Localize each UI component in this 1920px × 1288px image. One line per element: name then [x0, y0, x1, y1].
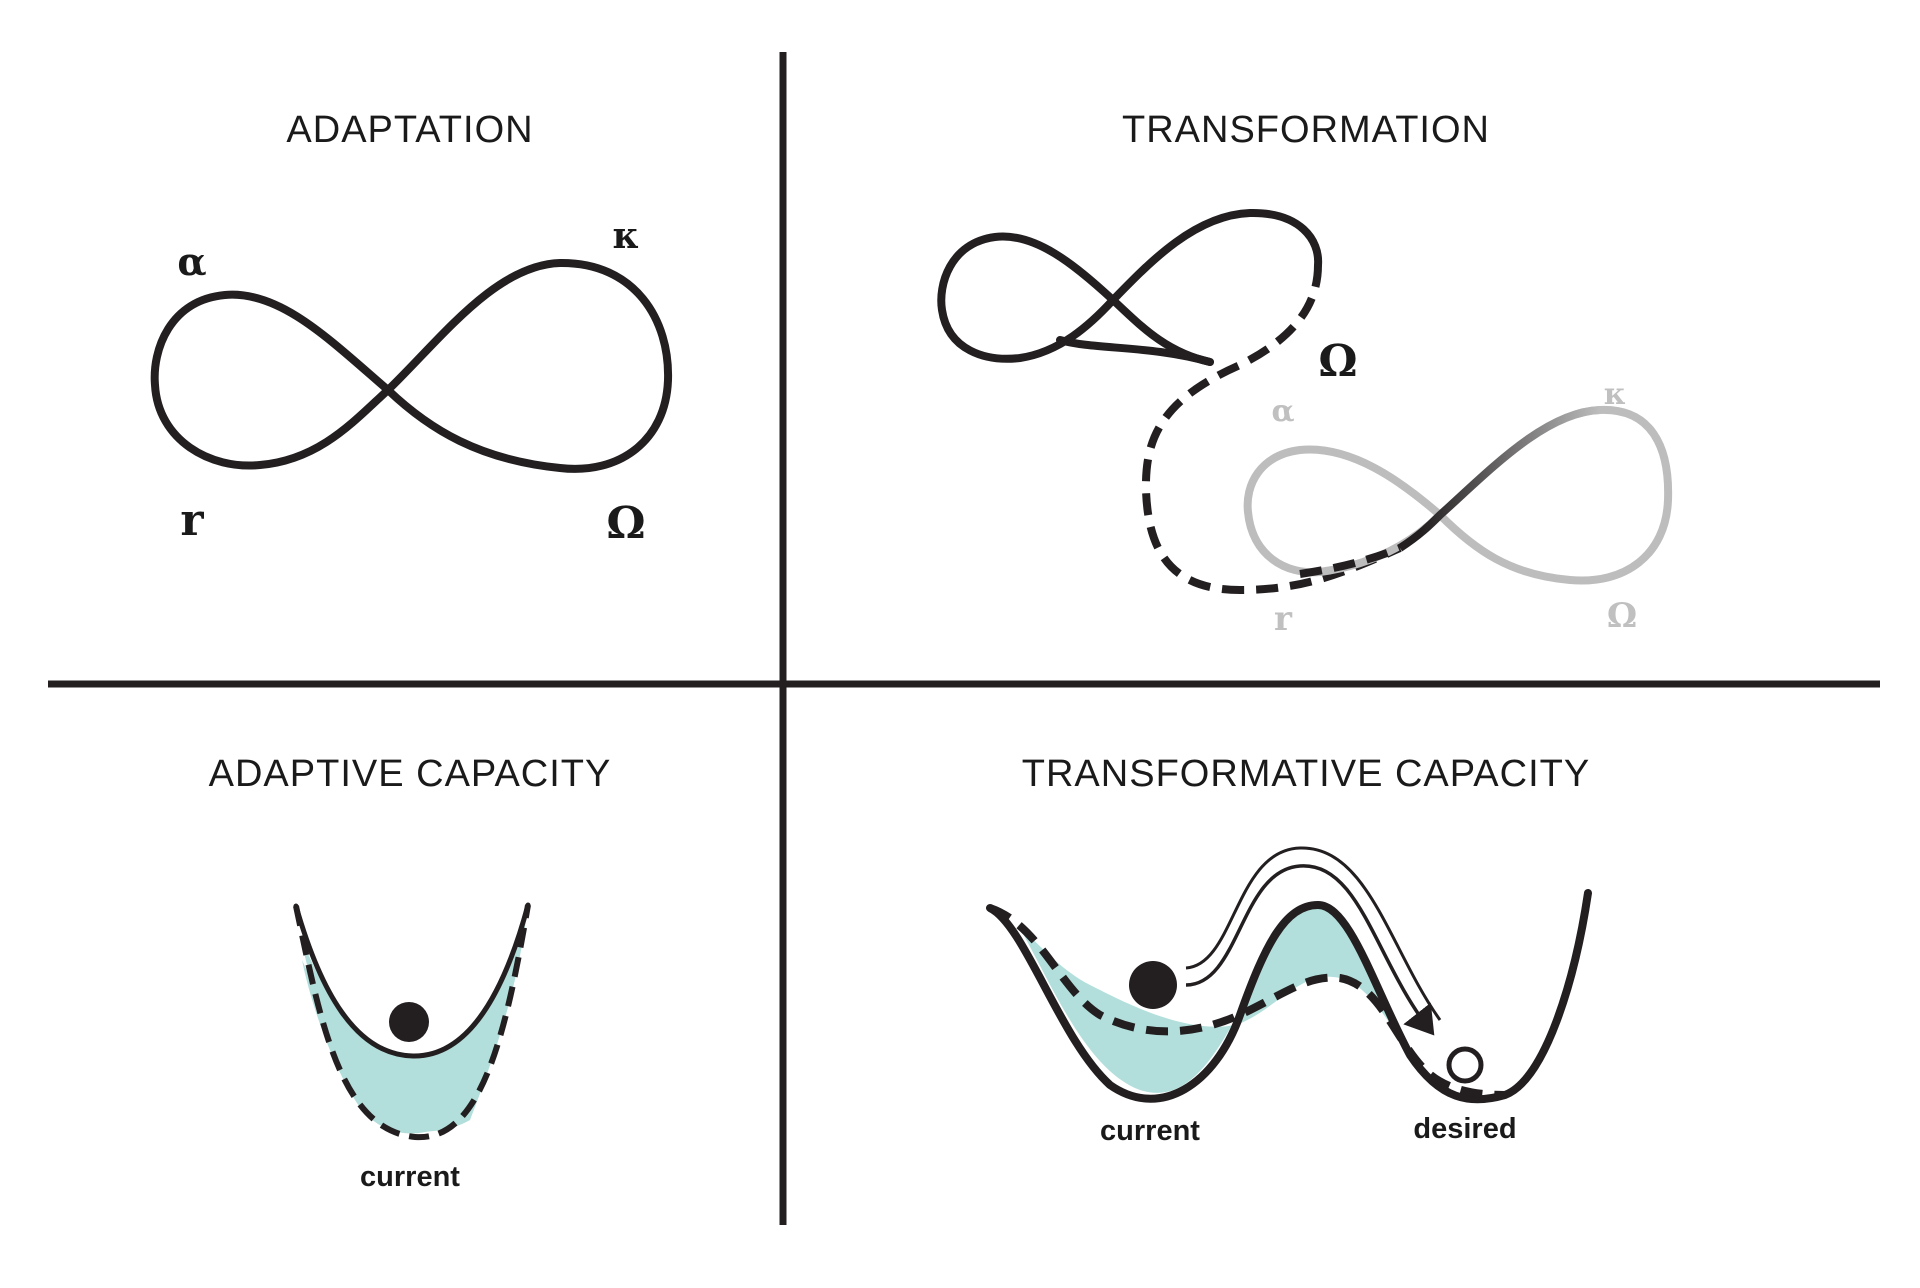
adaptation-kappa-label: κ [613, 215, 640, 257]
transformation-panel: TRANSFORMATION Ω α κ r Ω [937, 109, 1673, 639]
adaptation-r-label: r [180, 495, 204, 546]
adaptation-alpha-label: α [177, 239, 206, 284]
transformative-caption-current: current [1100, 1115, 1200, 1147]
transformative-jump-arrow-outline [1185, 846, 1442, 1021]
transformative-capacity-panel: TRANSFORMATIVE CAPACITY current desired [986, 753, 1592, 1147]
adaptation-omega-label: Ω [606, 498, 645, 549]
transformation-new-r-label: r [1274, 599, 1293, 639]
adaptive-caption-current: current [360, 1161, 460, 1193]
adaptation-panel: ADAPTATION α κ r Ω [150, 109, 673, 549]
transformation-new-loop-emerging [1397, 406, 1601, 552]
transformation-new-loop-dashed [1299, 544, 1402, 578]
transformative-peak-fill [1240, 905, 1418, 1065]
transformation-title: TRANSFORMATION [1122, 109, 1490, 151]
adaptation-loop [150, 258, 673, 473]
transformative-capacity-title: TRANSFORMATIVE CAPACITY [1022, 753, 1590, 795]
ball-desired-icon [1446, 1046, 1484, 1084]
adaptation-title: ADAPTATION [286, 109, 533, 151]
adaptive-capacity-title: ADAPTIVE CAPACITY [209, 753, 612, 795]
adaptive-basin-curve [293, 902, 531, 1059]
transformation-new-omega-label: Ω [1607, 596, 1637, 636]
transformative-landscape-dashed [988, 904, 1506, 1099]
transformation-old-figure-eight [937, 208, 1323, 366]
adaptive-capacity-panel: ADAPTIVE CAPACITY current [209, 753, 612, 1193]
transformative-caption-desired: desired [1413, 1113, 1516, 1145]
adaptive-basin-fill-core [302, 935, 522, 1134]
transformation-new-alpha-label: α [1271, 394, 1294, 429]
transformative-basin-fill [1018, 904, 1420, 1093]
transformative-jump-arrow [1185, 864, 1435, 1036]
transformation-old-omega-label: Ω [1318, 336, 1357, 387]
ball-current-icon [389, 1002, 429, 1042]
transformative-landscape-curve [986, 889, 1592, 1104]
transformation-new-kappa-label: κ [1604, 377, 1627, 412]
adaptive-basin-dashed-curve [293, 904, 531, 1141]
ball-current-icon [1129, 961, 1177, 1009]
